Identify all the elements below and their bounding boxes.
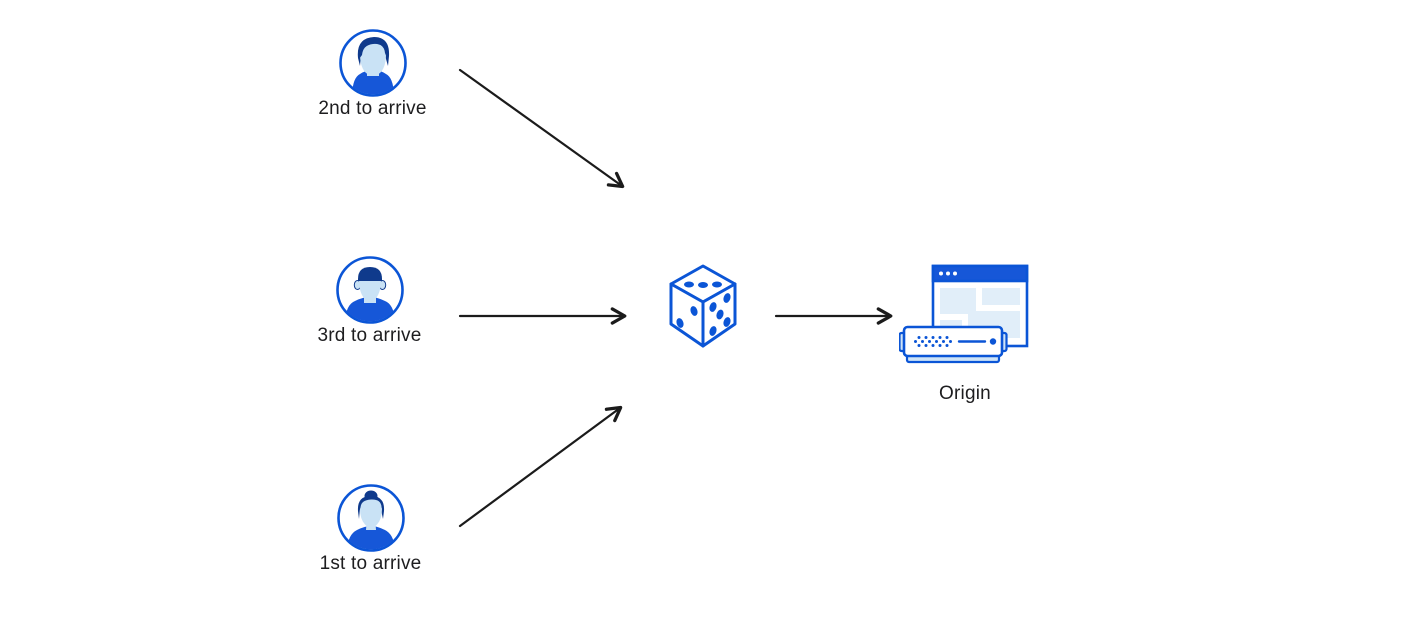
node-label: Origin [939, 383, 991, 404]
node-visitor-top: 2nd to arrive [310, 28, 435, 120]
node-visitor-middle: 3rd to arrive [307, 255, 432, 347]
user-avatar-male-swept-hair-icon [338, 28, 408, 98]
user-avatar-female-bun-icon [336, 483, 406, 553]
node-label: 1st to arrive [319, 553, 422, 574]
origin-server-browser-icon [899, 263, 1031, 367]
node-origin: Origin [898, 263, 1032, 405]
user-avatar-male-short-hair-icon [335, 255, 405, 325]
node-visitor-bottom: 1st to arrive [308, 483, 433, 575]
edge-visitor-top-to-dice [458, 68, 625, 189]
node-label: 2nd to arrive [318, 98, 427, 119]
edge-visitor-bottom-to-dice [458, 405, 623, 528]
node-label: 3rd to arrive [317, 325, 422, 346]
dice-icon [666, 261, 740, 353]
node-randomizer [666, 261, 740, 353]
